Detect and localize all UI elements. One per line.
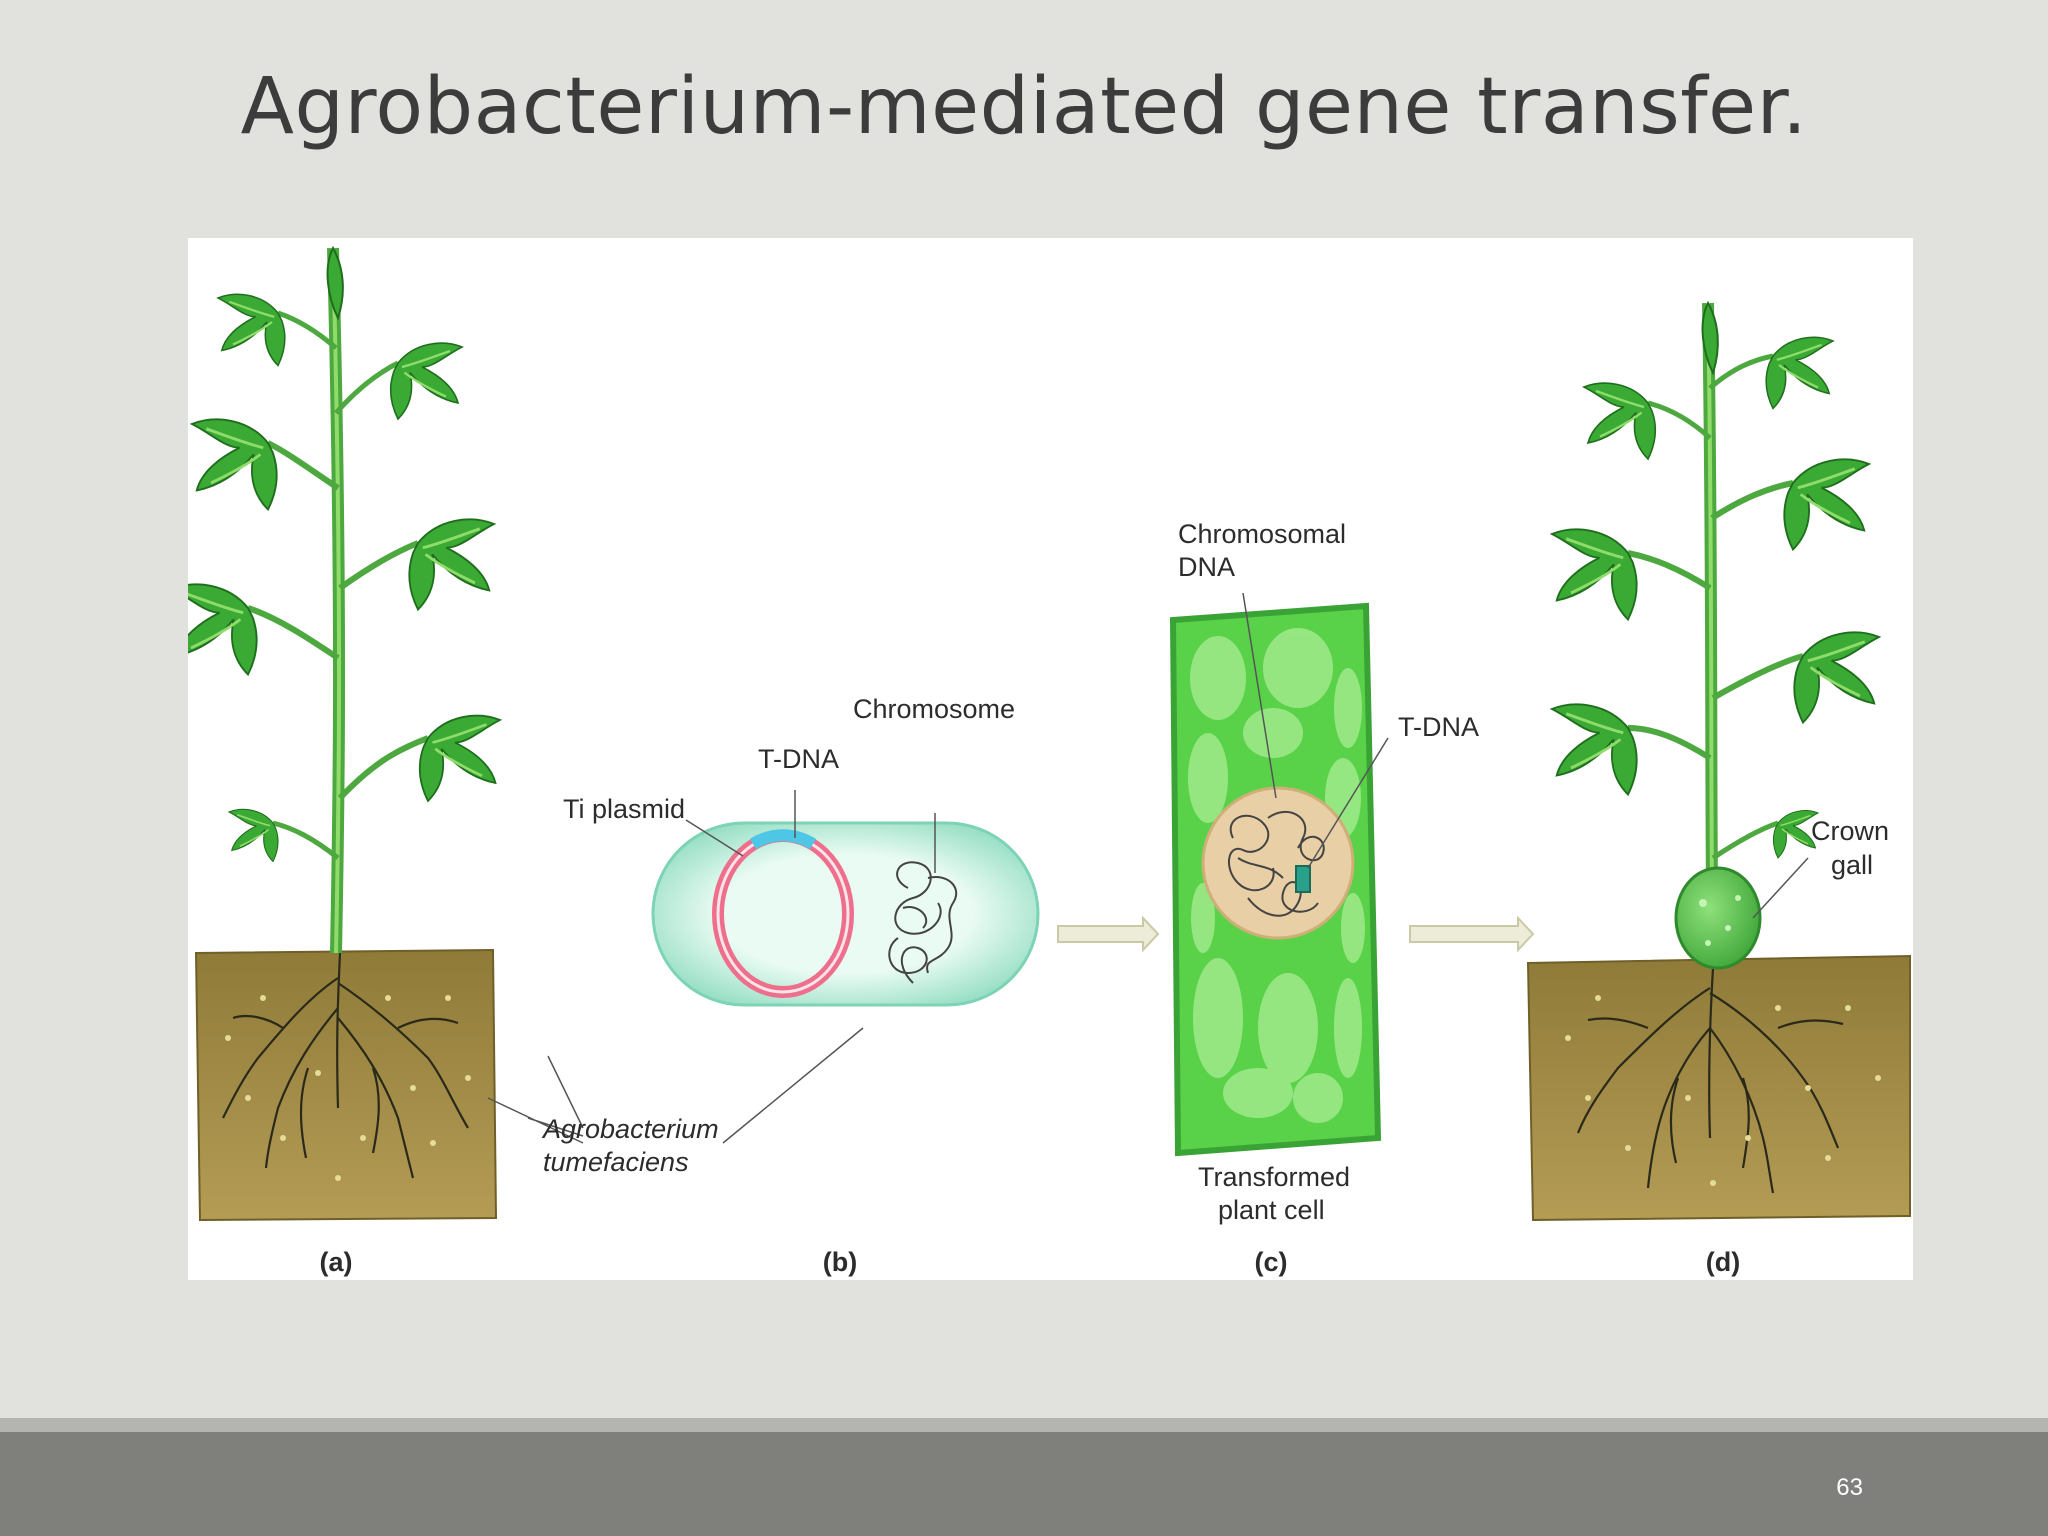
t-dna-segment [749,829,817,850]
label-transformed-line1: Transformed [1198,1162,1350,1192]
integrated-t-dna [1295,865,1311,893]
leaves-d [1550,300,1879,861]
panel-b-bacterium: Chromosome T-DNA Ti plasmid Agrobacteriu… [487,694,1040,1277]
label-chromosomal-dna-line2: DNA [1178,552,1235,582]
nucleus [1201,786,1355,940]
leader-lines-c [1242,592,1389,869]
leader-lines-b [487,790,936,1144]
page-number: 63 [1836,1474,1863,1501]
label-t-dna-bacterium: T-DNA [758,744,839,774]
diagram-canvas: (a) Chromosome T-DNA Ti plasm [188,245,1911,1277]
label-crown-gall-line1: Crown [1811,816,1889,846]
label-ti-plasmid: Ti plasmid [563,794,685,824]
roots-d [1576,967,1844,1194]
footer-divider [0,1418,2048,1432]
label-chromosome: Chromosome [853,694,1015,724]
footer-bar [0,1432,2048,1536]
arrow-c-to-d [1409,915,1535,953]
label-agrobacterium-line2: tumefaciens [543,1147,689,1177]
caption-d: (d) [1706,1247,1740,1277]
leaves-a [188,245,500,863]
leader-lines-d [1752,857,1809,919]
roots-a [222,952,469,1179]
label-chromosomal-dna-line1: Chromosomal [1178,519,1346,549]
soil-a [194,948,498,1222]
crown-gall [1674,866,1762,970]
panel-c-plant-cell: Chromosomal DNA T-DNA Transformed plant … [1169,519,1479,1277]
arrow-b-to-c [1057,915,1160,953]
gene-transfer-figure: (a) Chromosome T-DNA Ti plasm [188,238,1913,1280]
cell-vacuoles [1188,628,1365,1123]
caption-b: (b) [823,1247,857,1277]
bacteria-dots-a [225,995,471,1181]
label-transformed-line2: plant cell [1218,1195,1325,1225]
label-crown-gall-line2: gall [1831,850,1873,880]
label-t-dna-cell: T-DNA [1398,712,1479,742]
label-agrobacterium-line1: Agrobacterium [541,1114,719,1144]
bacteria-dots-d [1565,995,1881,1186]
caption-c: (c) [1255,1247,1288,1277]
slide-title: Agrobacterium-mediated gene transfer. [240,62,1808,152]
panel-a-plant: (a) [188,245,500,1277]
soil-d [1526,954,1911,1222]
bacterial-chromosome [888,861,958,984]
panel-d-plant: Crown gall (d) [1526,300,1911,1277]
caption-a: (a) [320,1247,353,1277]
